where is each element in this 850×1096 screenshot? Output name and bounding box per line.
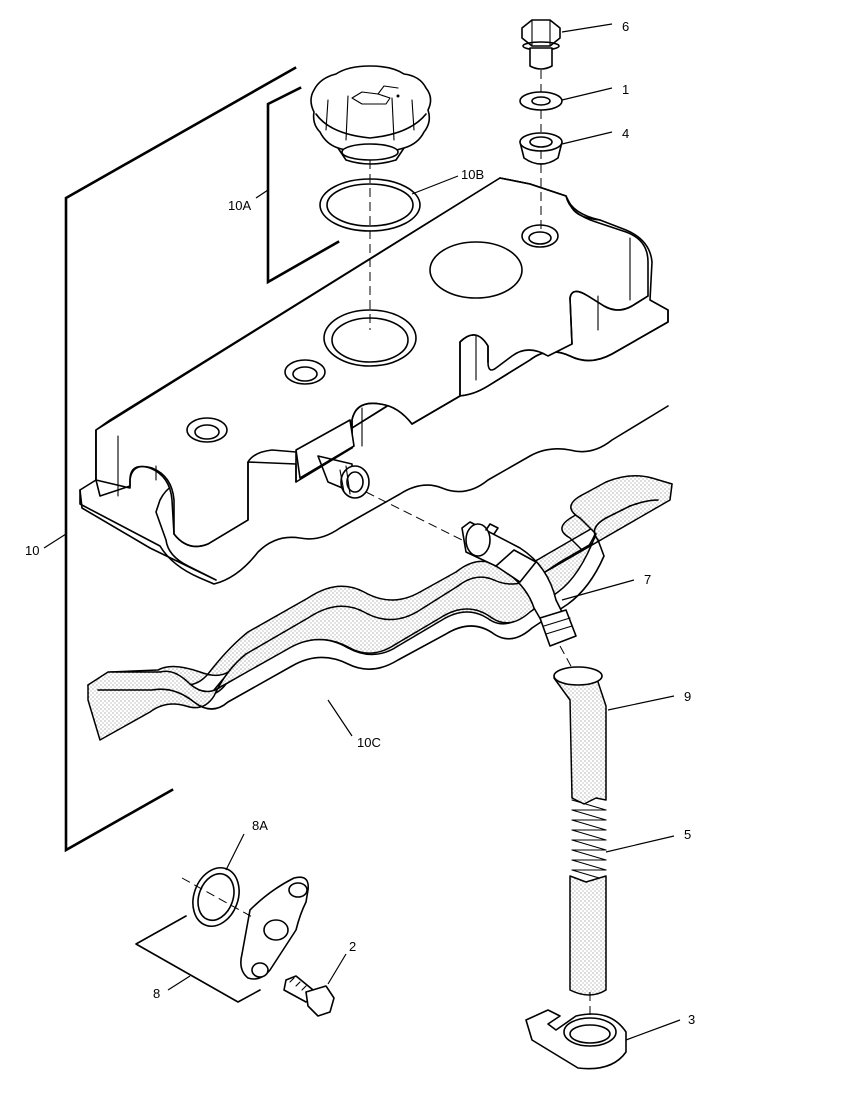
hose-lower — [569, 875, 607, 996]
callout-8a: 8A — [252, 818, 268, 833]
hose-9 — [553, 666, 607, 805]
callout-10c: 10C — [357, 735, 381, 750]
assembly-bracket-10 — [43, 66, 297, 853]
bolt-2 — [283, 975, 335, 1017]
callout-9: 9 — [684, 689, 691, 704]
subassembly-bracket-10a — [255, 86, 340, 285]
leader-lines — [225, 23, 681, 1041]
grommet-4 — [519, 132, 563, 165]
clip-3 — [525, 1009, 627, 1070]
breather-elbow-7 — [461, 521, 577, 647]
gasket-10c — [87, 475, 673, 741]
bolt-6 — [521, 19, 561, 70]
spring-5 — [571, 799, 607, 881]
callout-10: 10 — [25, 543, 39, 558]
callout-4: 4 — [622, 126, 629, 141]
valve-cover — [79, 177, 669, 585]
callout-7: 7 — [644, 572, 651, 587]
cover-plate-8 — [240, 876, 310, 980]
callout-1: 1 — [622, 82, 629, 97]
oring-8a — [192, 867, 240, 927]
assembly-centerlines — [181, 70, 591, 1020]
callout-6: 6 — [622, 19, 629, 34]
callout-2: 2 — [349, 939, 356, 954]
callout-5: 5 — [684, 827, 691, 842]
subassembly-bracket-8 — [135, 915, 261, 1003]
callout-3: 3 — [688, 1012, 695, 1027]
callout-8: 8 — [153, 986, 160, 1001]
callout-10b: 10B — [461, 167, 484, 182]
washer-1 — [519, 91, 563, 111]
filler-cap — [310, 65, 432, 165]
oil-can-icon — [351, 85, 400, 105]
callout-10a: 10A — [228, 198, 251, 213]
